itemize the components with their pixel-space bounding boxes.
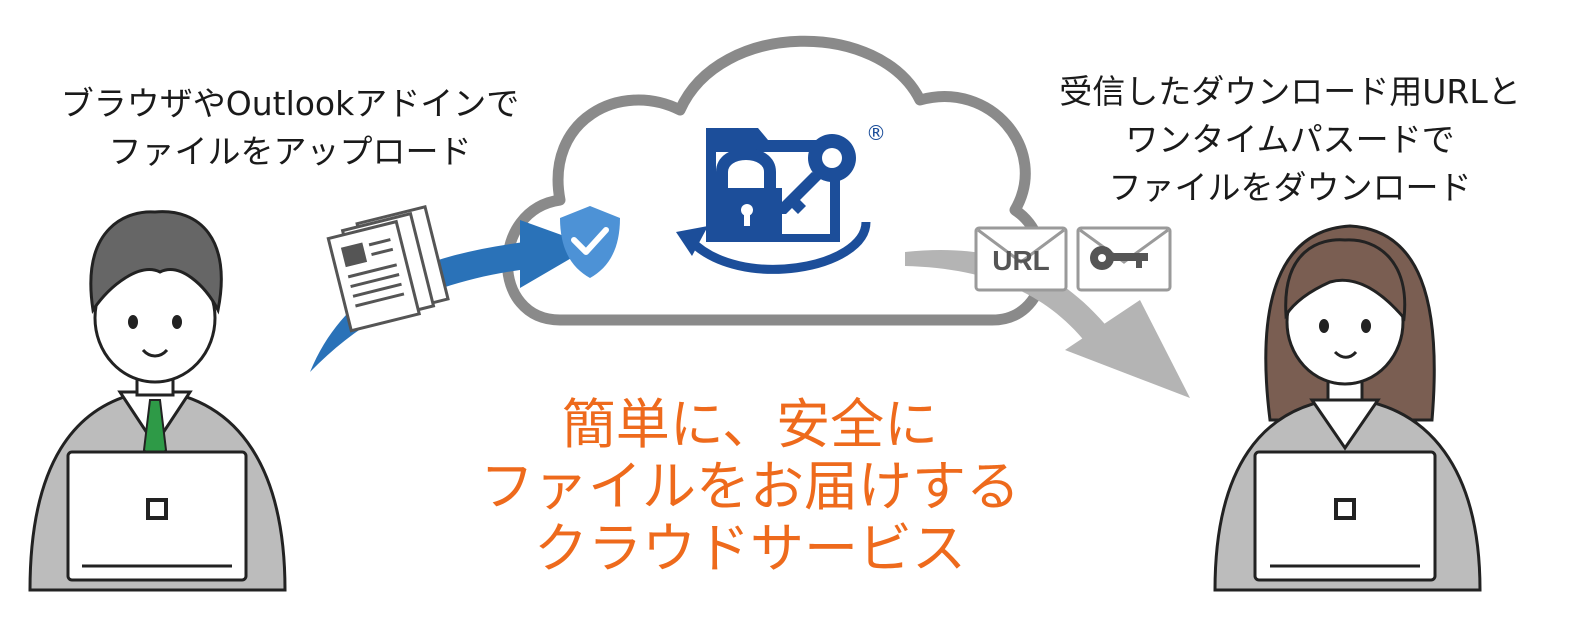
tagline-line-1: 簡単に、安全に <box>561 393 939 456</box>
upload-caption: ブラウザやOutlookアドインで ファイルをアップロード <box>60 80 520 176</box>
tagline-line-2: ファイルをお届けする <box>480 455 1020 518</box>
url-envelope-icon: URL <box>974 226 1068 292</box>
key-envelope-icon <box>1076 226 1172 292</box>
upload-caption-line-2: ファイルをアップロード <box>108 132 472 171</box>
registered-mark: ® <box>866 121 886 145</box>
upload-arrow <box>310 220 592 372</box>
folder-lock-key-icon <box>676 128 871 274</box>
download-caption-line-3: ファイルをダウンロード <box>1108 168 1472 207</box>
upload-caption-line-1: ブラウザやOutlookアドインで <box>60 84 520 123</box>
tagline: 簡単に、安全に ファイルをお届けする クラウドサービス <box>470 394 1030 580</box>
woman-eye-right <box>1361 319 1371 333</box>
man-with-laptop <box>28 210 287 592</box>
download-caption-line-2: ワンタイムパスードで <box>1125 120 1455 159</box>
man-eye-left <box>128 315 138 329</box>
woman-with-laptop <box>1213 224 1482 592</box>
download-caption: 受信したダウンロード用URLと ワンタイムパスードで ファイルをダウンロード <box>1020 68 1560 212</box>
man-mouth <box>141 348 169 358</box>
man-hair <box>89 210 223 315</box>
woman-mouth <box>1333 350 1358 359</box>
document-stack-icon <box>326 204 450 333</box>
shield-check-icon <box>560 206 620 278</box>
url-envelope-label: URL <box>992 245 1050 276</box>
woman-bangs <box>1284 238 1407 322</box>
woman-eye-left <box>1319 319 1329 333</box>
download-caption-line-1: 受信したダウンロード用URLと <box>1059 72 1521 111</box>
tagline-line-3: クラウドサービス <box>534 517 966 580</box>
man-eye-right <box>172 315 182 329</box>
